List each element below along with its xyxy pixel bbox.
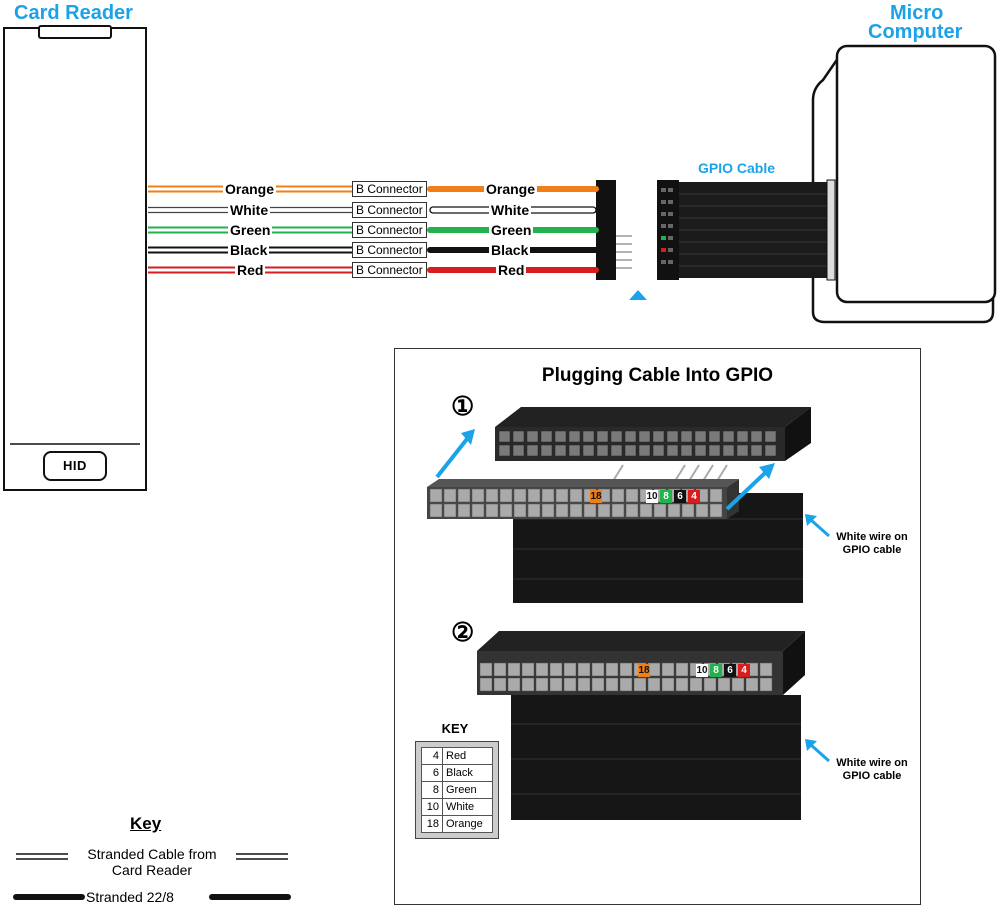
micro-computer-title-line2: Computer xyxy=(868,21,963,43)
b-connector-black: B Connector xyxy=(352,242,427,258)
legend-stranded-cable-line1: Stranded Cable from xyxy=(87,846,217,862)
micro-computer-title-line1: Micro xyxy=(890,2,944,24)
step1-pin-10: 10 xyxy=(646,490,658,503)
pin-key-color: Orange xyxy=(442,815,493,833)
hid-logo: HID xyxy=(63,458,87,473)
legend-stranded-cable-line2: Card Reader xyxy=(111,862,193,878)
wire-label-white-right: White xyxy=(489,202,532,218)
white-wire-note-1-line1: White wire on xyxy=(836,531,908,543)
white-wire-note-2-line2: GPIO cable xyxy=(842,770,902,782)
wire-label-orange-left: Orange xyxy=(223,181,277,197)
panel-title: Plugging Cable Into GPIO xyxy=(541,365,774,386)
pin-key-color: Red xyxy=(442,747,493,765)
pin-key-pin: 4 xyxy=(421,747,443,765)
white-wire-note-2-line1: White wire on xyxy=(836,757,908,769)
step2-pin-8: 8 xyxy=(710,664,722,677)
pin-key-color: White xyxy=(442,798,493,816)
insert-arrow xyxy=(629,290,647,300)
pin-key-pin: 8 xyxy=(421,781,443,799)
white-wire-note-1-line2: GPIO cable xyxy=(842,544,902,556)
gpio-instructions-panel: Plugging Cable Into GPIO ① ② xyxy=(394,348,921,905)
legend-lines xyxy=(13,853,291,900)
step1-pin-4: 4 xyxy=(688,490,700,503)
legend-stranded-cable: Stranded Cable from Card Reader xyxy=(68,846,236,878)
step2-pin-6: 6 xyxy=(724,664,736,677)
step1-pin-6: 6 xyxy=(674,490,686,503)
pin-key-color: Black xyxy=(442,764,493,782)
step2-pin-18: 18 xyxy=(638,664,650,677)
white-wire-arrow-1 xyxy=(805,514,830,538)
step1-pin-18: 18 xyxy=(590,490,602,503)
micro-computer-device xyxy=(811,44,997,324)
b-connector-orange: B Connector xyxy=(352,181,427,197)
step-2-illustration xyxy=(477,631,805,820)
b-connector-green: B Connector xyxy=(352,222,427,238)
step-1-marker: ① xyxy=(451,391,475,421)
step-1-illustration xyxy=(427,407,811,603)
white-wire-arrow-2 xyxy=(805,739,830,763)
card-reader-title: Card Reader xyxy=(14,2,133,24)
wire-label-white-left: White xyxy=(228,202,271,218)
gpio-cable-label: GPIO Cable xyxy=(698,160,776,176)
gpio-header-connector xyxy=(596,180,632,280)
pin-key-pin: 6 xyxy=(421,764,443,782)
white-wire-note-2: White wire on GPIO cable xyxy=(827,757,917,783)
b-connector-red: B Connector xyxy=(352,262,427,278)
legend-title: Key xyxy=(130,814,162,833)
wire-label-orange-right: Orange xyxy=(484,181,538,197)
pin-key-title: KEY xyxy=(441,721,469,736)
wire-label-red-right: Red xyxy=(496,262,527,278)
card-reader-device xyxy=(3,25,147,491)
wire-label-green-right: Green xyxy=(489,222,534,238)
legend-stranded-22: Stranded 22/8 xyxy=(86,889,174,905)
white-wire-note-1: White wire on GPIO cable xyxy=(827,531,917,557)
step2-pin-10: 10 xyxy=(696,664,708,677)
wire-label-black-right: Black xyxy=(489,242,531,258)
step2-pin-4: 4 xyxy=(738,664,750,677)
step1-pin-8: 8 xyxy=(660,490,672,503)
pin-key-pin: 10 xyxy=(421,798,443,816)
wire-label-red-left: Red xyxy=(235,262,266,278)
pin-key-pin: 18 xyxy=(421,815,443,833)
step-2-marker: ② xyxy=(451,617,475,647)
gpio-ribbon-cable xyxy=(657,179,836,281)
pin-key-color: Green xyxy=(442,781,493,799)
b-connector-white: B Connector xyxy=(352,202,427,218)
wire-label-black-left: Black xyxy=(228,242,270,258)
wire-label-green-left: Green xyxy=(228,222,273,238)
